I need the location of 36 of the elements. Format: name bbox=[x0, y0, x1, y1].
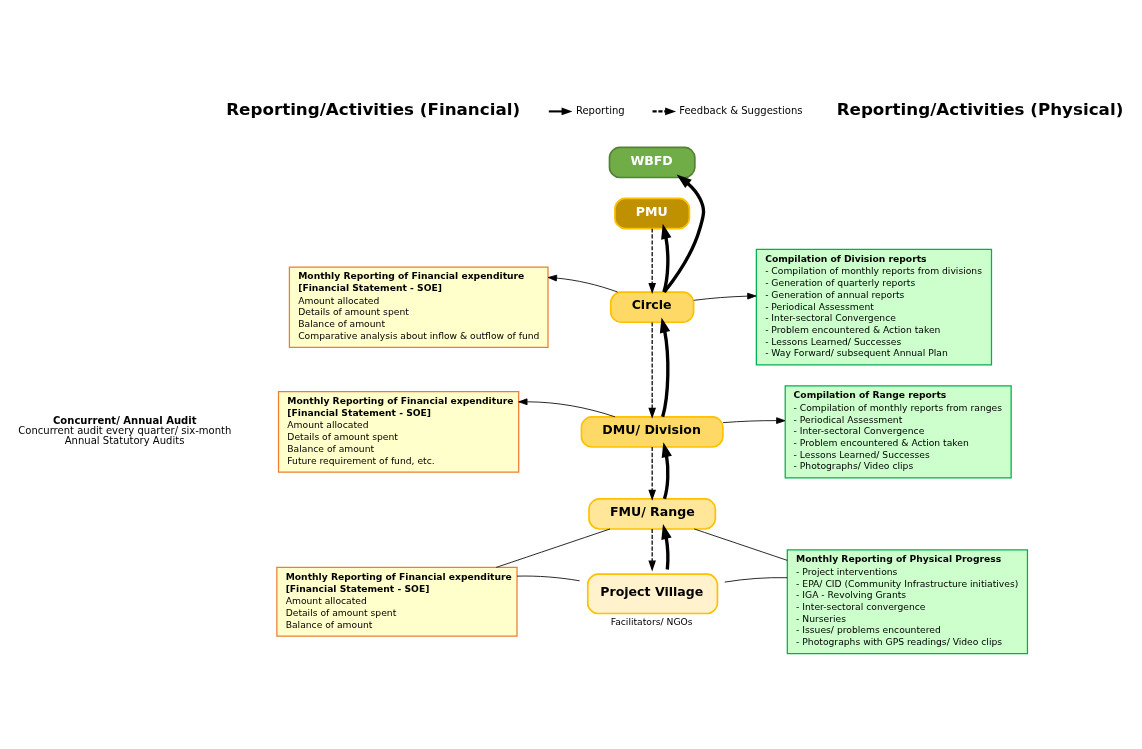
label: Reporting/Activities (Physical) bbox=[836, 98, 1124, 119]
node-box: Compilation of Division reports - Compilation of monthly reports from divisions - Generation of quarterly reports - Generation of annual reports - Periodical Assessment - Inter-sectoral Convergence - Problem encountered & Action taken - Lessons Learned/ Successes - Way Forward/ subsequent Annual Plan bbox=[755, 248, 993, 366]
node-box: DMU/ Division bbox=[580, 415, 724, 448]
arrow bbox=[518, 397, 616, 417]
node-box: Circle bbox=[609, 290, 695, 323]
arrow bbox=[648, 445, 656, 501]
arrow bbox=[661, 523, 672, 570]
node-box: Monthly Reporting of Financial expenditure [Financial Statement - SOE] Amount allocated Details of amount spent Balance of amount Future requirement of fund, etc. bbox=[277, 390, 520, 473]
node-box: Monthly Reporting of Financial expenditure [Financial Statement - SOE] Amount allocated Details of amount spent Balance of amount Comparative analysis about inflow & outflow of fund bbox=[288, 265, 549, 348]
connector bbox=[693, 528, 788, 561]
legend-label: Feedback & Suggestions bbox=[679, 104, 803, 116]
label: Concurrent/ Annual Audit bbox=[53, 414, 197, 426]
node-box: Monthly Reporting of Physical Progress - Project interventions - EPA/ CID (Community Infrastructure initiatives) - IGA - Revolving Grants - Inter-sectoral convergence - Nurseries - Issues/ problems encountered - Photographs with GPS readings/ Video clips bbox=[786, 548, 1029, 654]
connector bbox=[724, 576, 788, 583]
arrow bbox=[663, 174, 706, 293]
arrow bbox=[693, 292, 757, 301]
node-box: PMU bbox=[614, 197, 691, 229]
label: Concurrent audit every quarter/ six-month bbox=[18, 424, 232, 436]
label: Annual Statutory Audits bbox=[64, 434, 185, 446]
arrow bbox=[661, 223, 672, 293]
node-box: WBFD bbox=[608, 146, 696, 178]
connector bbox=[516, 575, 581, 581]
arrow bbox=[648, 321, 656, 419]
node-box: Compilation of Range reports - Compilation of monthly reports from ranges - Periodical Assessment - Inter-sectoral Convergence - Problem encountered & Action taken - Lessons Learned/ Successes - Photographs/ Video clips bbox=[784, 384, 1012, 479]
arrow bbox=[722, 416, 786, 424]
node-label: Facilitators/ NGOs bbox=[610, 615, 693, 627]
connector bbox=[495, 528, 611, 568]
arrow bbox=[648, 227, 656, 294]
label: Reporting/Activities (Financial) bbox=[226, 98, 521, 119]
arrow bbox=[648, 527, 656, 571]
node-box: Monthly Reporting of Financial expenditure [Financial Statement - SOE] Amount allocated Details of amount spent Balance of amount bbox=[276, 566, 518, 637]
node-box: FMU/ Range bbox=[588, 497, 717, 530]
arrow bbox=[547, 274, 619, 292]
arrow bbox=[661, 441, 672, 499]
arrow bbox=[659, 316, 671, 417]
legend-label: Reporting bbox=[575, 104, 625, 116]
